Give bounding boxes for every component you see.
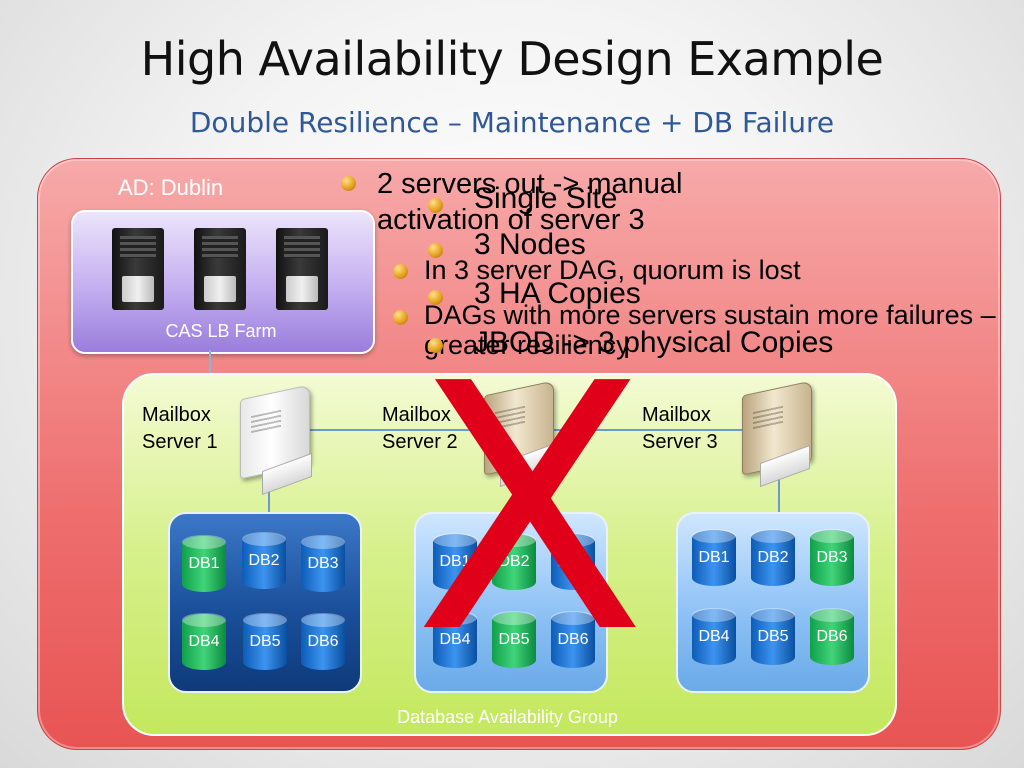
database-icon: DB3 bbox=[810, 529, 854, 586]
server-tower-icon bbox=[112, 228, 164, 310]
bullet-dot-icon bbox=[428, 338, 443, 353]
bullet-dot-icon bbox=[428, 243, 443, 258]
bullet-text: 2 servers out -> manual activation of se… bbox=[377, 168, 683, 236]
database-icon: DB6 bbox=[810, 608, 854, 665]
overlay-bullet-text: Single Site bbox=[474, 182, 618, 215]
database-icon: DB4 bbox=[182, 613, 226, 670]
dag-label: Database Availability Group bbox=[397, 707, 618, 727]
database-icon: DB2 bbox=[242, 532, 286, 589]
server-tower-icon bbox=[194, 228, 246, 310]
server-link-line bbox=[518, 470, 520, 514]
overlay-bullet-text: 3 HA Copies bbox=[474, 277, 641, 310]
bullet-dot-icon bbox=[393, 264, 408, 279]
database-icon: DB4 bbox=[692, 608, 736, 665]
overlay-bullet-text: 3 Nodes bbox=[474, 228, 586, 261]
bullet-text: In 3 server DAG, quorum is lost bbox=[424, 255, 801, 285]
failure-x-mark: X bbox=[413, 312, 647, 708]
slide-subtitle: Double Resilience – Maintenance + DB Fai… bbox=[189, 106, 835, 139]
database-icon: DB1 bbox=[692, 529, 736, 586]
database-icon: DB2 bbox=[492, 533, 536, 590]
database-icon: DB1 bbox=[433, 533, 477, 590]
bullet-dot-icon bbox=[428, 290, 443, 305]
database-icon: DB5 bbox=[243, 613, 287, 670]
database-icon: DB4 bbox=[433, 611, 477, 668]
database-icon: DB5 bbox=[751, 608, 795, 665]
mailbox-server-label: Mailbox Server 1 bbox=[142, 404, 218, 453]
cas-farm-label: CAS LB Farm bbox=[165, 321, 277, 341]
overlay-bullet-text: JBOD -> 3 physical Copies bbox=[474, 326, 834, 359]
server-link-line bbox=[550, 429, 760, 431]
server-link-line bbox=[778, 470, 780, 514]
bullet-text: DAGs with more servers sustain more fail… bbox=[424, 300, 996, 360]
database-icon: DB3 bbox=[551, 533, 595, 590]
bullet-dot-icon bbox=[393, 310, 408, 325]
mailbox-server-label: Mailbox Server 2 bbox=[382, 404, 458, 453]
bullet-dot-icon bbox=[428, 198, 443, 213]
database-icon: DB6 bbox=[301, 613, 345, 670]
database-icon: DB2 bbox=[751, 529, 795, 586]
bullet-dot-icon bbox=[341, 176, 356, 191]
cas-connector-line bbox=[209, 350, 211, 375]
ad-site-label: AD: Dublin bbox=[118, 175, 224, 200]
database-icon: DB5 bbox=[492, 611, 536, 668]
slide-title: High Availability Design Example bbox=[140, 32, 884, 86]
server-link-line bbox=[300, 429, 500, 431]
database-icon: DB6 bbox=[551, 611, 595, 668]
database-icon: DB1 bbox=[182, 535, 226, 592]
server-tower-icon bbox=[276, 228, 328, 310]
database-icon: DB3 bbox=[301, 535, 345, 592]
mailbox-server-label: Mailbox Server 3 bbox=[642, 404, 718, 453]
